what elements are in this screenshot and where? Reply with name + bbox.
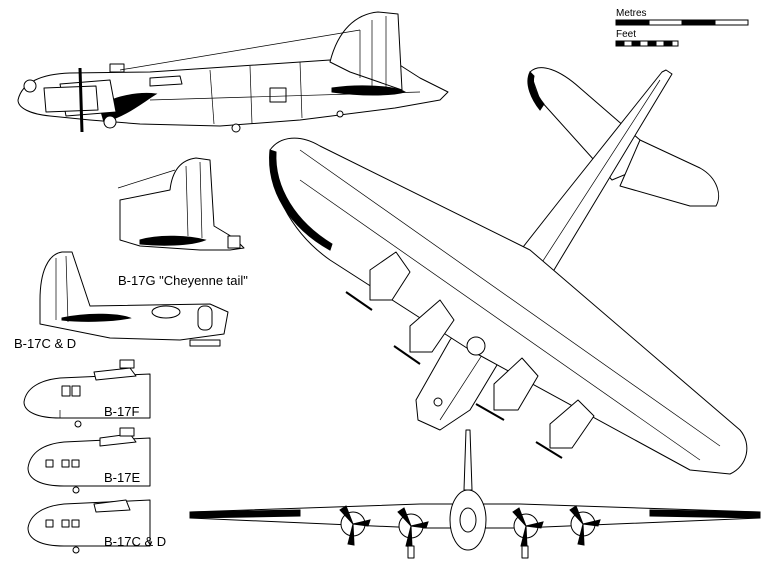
nose-b17f-view [23,359,151,428]
cheyenne-tail-label: B-17G "Cheyenne tail" [118,273,248,288]
tail-c-d-view [39,251,229,347]
nose-b17cd-view [27,499,151,554]
plan-view [269,67,748,475]
nose-e-label: B-17E [104,470,141,485]
metres-label: Metres [616,8,647,19]
cheyenne-tail-view [117,157,245,251]
front-engine-1 [339,505,371,546]
nose-b17e-view [27,427,151,494]
front-engine-3 [512,507,544,548]
nose-c-d-label: B-17C & D [104,534,167,549]
metres-scale-bar [615,19,749,26]
tail-c-d-label: B-17C & D [14,336,77,351]
side-view-b17g [17,11,449,133]
plan-engine-3 [475,357,539,421]
plan-engine-4 [535,399,595,459]
feet-scale-bar [615,40,679,47]
front-view [189,429,761,559]
feet-label: Feet [616,29,637,40]
nose-f-label: B-17F [104,404,140,419]
plan-engine-2 [393,299,455,365]
front-engine-4 [569,505,601,546]
front-engine-2 [397,507,429,548]
plan-engine-1 [345,251,411,311]
